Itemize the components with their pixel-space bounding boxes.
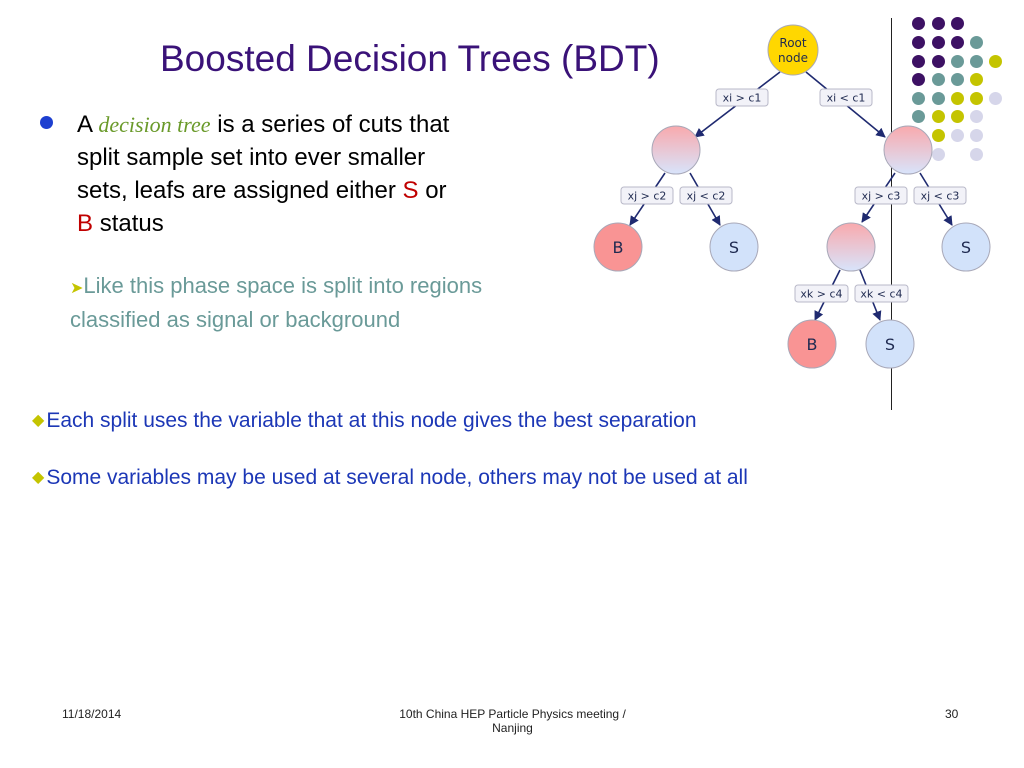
root-label-line1: Root: [779, 36, 806, 50]
point-2: ◆Some variables may be used at several n…: [32, 466, 748, 490]
root-label-line2: node: [778, 51, 808, 65]
inner-node-left: [651, 125, 701, 175]
decision-tree-diagram: xi > c1 xi < c1 xj > c2 xj < c2 xj > c3 …: [593, 24, 991, 369]
leaf-node-signal: [941, 222, 991, 272]
edge-label-box: [819, 88, 873, 107]
footer-page-number: 30: [945, 707, 959, 721]
arrow-bullet-icon: ➤: [70, 280, 84, 297]
edge-label-box: [854, 284, 909, 303]
edge-label-left-right: xj < c2: [687, 190, 726, 203]
point-1: ◆Each split uses the variable that at th…: [32, 409, 697, 433]
main-bullet-text: A decision tree is a series of cuts that…: [77, 108, 537, 240]
edge-label-box: [794, 284, 849, 303]
signal-letter: S: [402, 177, 419, 204]
sub-bullet: ➤Like this phase space is split into reg…: [70, 270, 570, 335]
sub-bullet-line1: Like this phase space is split into regi…: [83, 273, 483, 298]
edge-label-inner-left: xk > c4: [800, 288, 842, 301]
edge-label-box: [620, 186, 674, 205]
edge-label-root-right: xi < c1: [827, 92, 866, 105]
root-node: [767, 24, 819, 76]
bullet-line1-rest: is a series of cuts that: [217, 111, 450, 138]
leaf-label: B: [613, 238, 624, 257]
point-1-text: Each split uses the variable that at thi…: [46, 409, 697, 432]
leaf-node-background: [787, 319, 837, 369]
diamond-bullet-icon: ◆: [32, 412, 45, 429]
bullet-line3: sets, leafs are assigned either: [77, 177, 396, 204]
inner-node-right: [883, 125, 933, 175]
sub-bullet-line2: classified as signal or background: [70, 307, 401, 332]
edge-label-box: [854, 186, 908, 205]
or-word: or: [425, 177, 447, 204]
leaf-label: B: [807, 335, 818, 354]
edge-label-box: [913, 186, 967, 205]
leaf-label: S: [961, 238, 971, 257]
decision-tree-term: decision tree: [98, 112, 211, 137]
leaf-node-signal: [865, 319, 915, 369]
footer-event: 10th China HEP Particle Physics meeting …: [380, 707, 645, 735]
leaf-label: S: [885, 335, 895, 354]
footer-date: 11/18/2014: [62, 707, 122, 721]
status-word: status: [99, 210, 164, 237]
edge-label-right-right: xj < c3: [921, 190, 960, 203]
edge-label-inner-right: xk < c4: [860, 288, 902, 301]
footer-event-line1: 10th China HEP Particle Physics meeting …: [399, 707, 626, 721]
bullet-line2: split sample set into ever smaller: [77, 144, 426, 171]
footer-event-line2: Nanjing: [492, 721, 533, 735]
edge-label-left-left: xj > c2: [628, 190, 667, 203]
decorative-vertical-line: [891, 18, 892, 410]
bullet-dot-icon: [40, 116, 53, 129]
bullet-prefix: A: [77, 111, 92, 138]
leaf-label: S: [729, 238, 739, 257]
leaf-node-signal: [709, 222, 759, 272]
edge-label-box: [715, 88, 769, 107]
slide-title: Boosted Decision Trees (BDT): [160, 38, 660, 79]
background-letter: B: [77, 210, 94, 237]
edge-label-box: [679, 186, 733, 205]
inner-node-lower: [826, 222, 876, 272]
edge-label-root-left: xi > c1: [723, 92, 762, 105]
diamond-bullet-icon: ◆: [32, 469, 45, 486]
point-2-text: Some variables may be used at several no…: [46, 466, 748, 489]
leaf-node-background: [593, 222, 643, 272]
edge-label-right-left: xj > c3: [862, 190, 901, 203]
